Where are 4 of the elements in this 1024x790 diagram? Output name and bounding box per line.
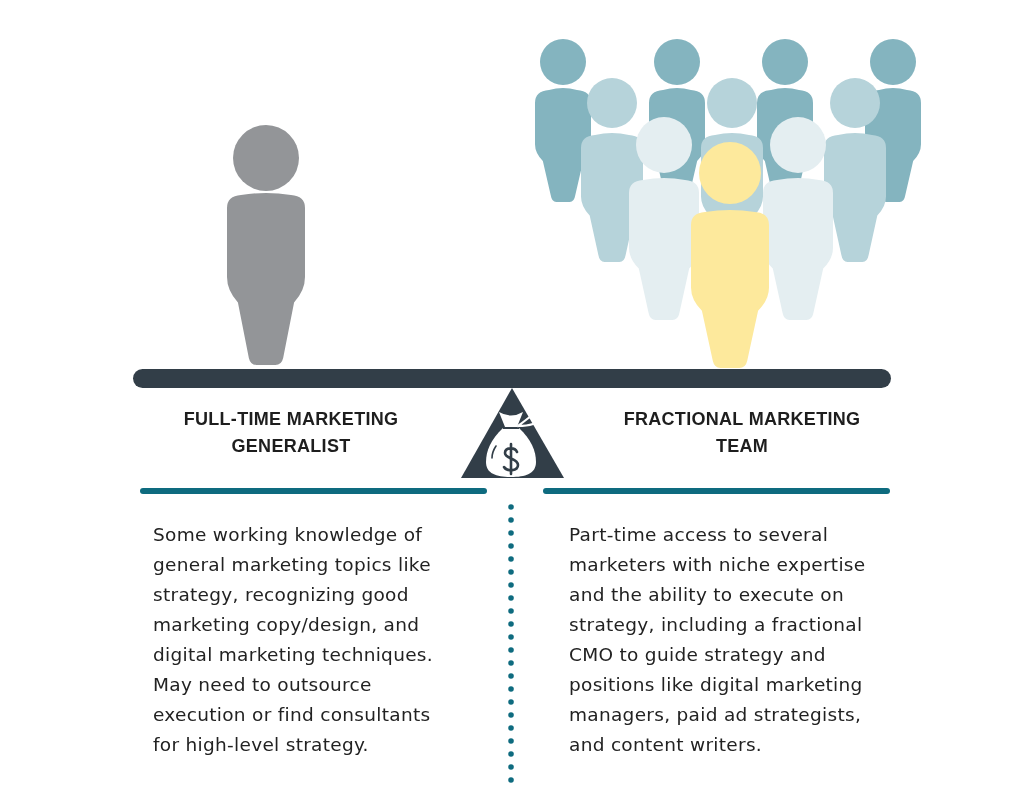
description-text: Part-time access to several marketers with niche expertise and the ability to execute on strategy, including a fractional CMO to guide strategy and positions like digital marketing managers, paid ad strategists, and content writers. [569, 523, 867, 757]
column-heading: FULL-TIME MARKETING GENERALIST [182, 408, 400, 458]
description-text: Some working knowledge of general marketing topics like strategy, recognizing good marketing copy/design, and digital marketing techniques. May need to outsource execution or find consultants for high-level strategy. [153, 523, 434, 757]
column-heading: FRACTIONAL MARKETING TEAM [622, 408, 862, 458]
